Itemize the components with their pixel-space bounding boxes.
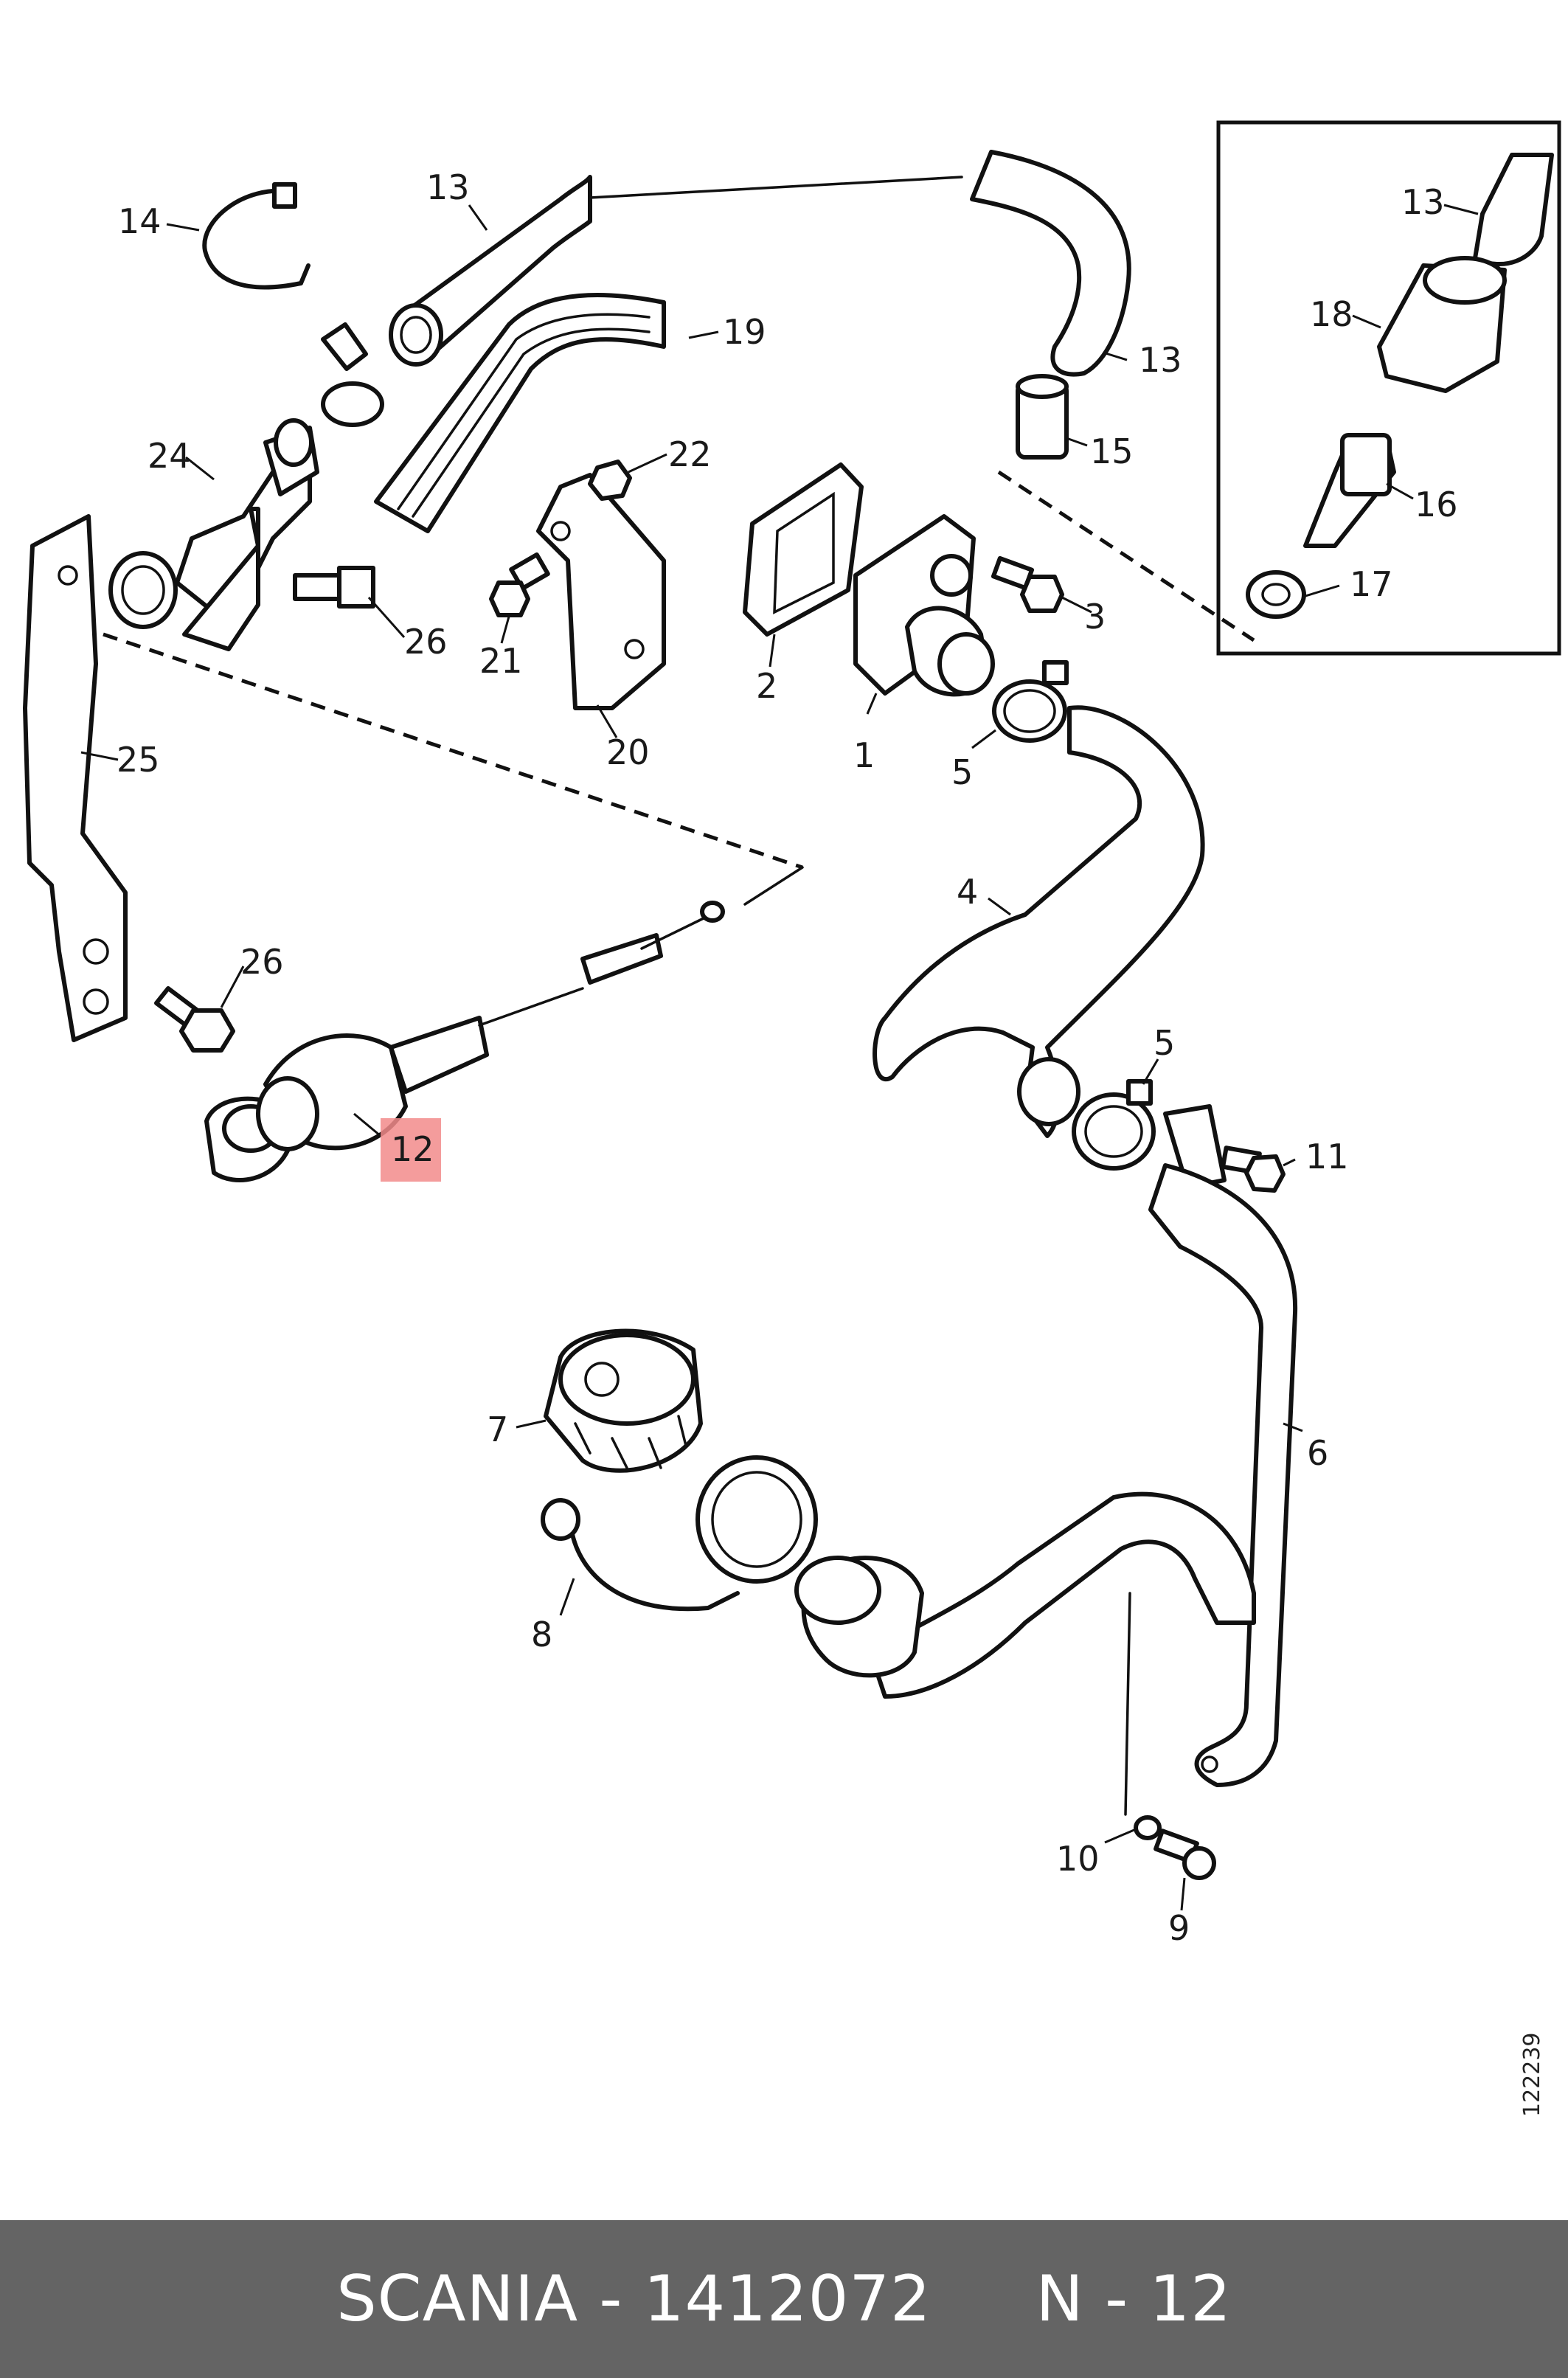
callout-4: 4 — [957, 872, 978, 912]
part-9-bolt — [1154, 1828, 1216, 1880]
callout-7: 7 — [487, 1410, 508, 1449]
leader-21 — [500, 616, 510, 644]
callout-21: 21 — [479, 641, 523, 681]
part-11-bracket — [1163, 1104, 1286, 1193]
leader-10 — [1104, 1828, 1137, 1844]
leader-7 — [516, 1419, 547, 1429]
leader-11 — [1283, 1158, 1296, 1167]
leader-16 — [1386, 482, 1414, 500]
leader-5a — [971, 729, 996, 749]
part-15-fitting — [1016, 374, 1069, 460]
part-20-plate — [536, 473, 666, 710]
part-4-hose — [873, 705, 1205, 1138]
part-19-bracket — [374, 293, 666, 533]
leader-14 — [166, 223, 200, 232]
callout-25: 25 — [117, 740, 160, 780]
leader-18 — [1352, 314, 1381, 329]
part-8-strap — [541, 1455, 818, 1612]
part-25-bracket — [23, 514, 128, 1042]
callout-13a: 13 — [426, 167, 470, 207]
callout-17: 17 — [1350, 564, 1393, 604]
leader-12 — [353, 1112, 381, 1137]
thin-connector-9 — [1124, 1592, 1131, 1816]
callout-24: 24 — [148, 436, 191, 476]
leader-6 — [1283, 1422, 1303, 1432]
leader-1 — [866, 693, 878, 715]
callout-16: 16 — [1415, 485, 1458, 524]
callout-8: 8 — [531, 1615, 552, 1654]
part-5-clamp-upper — [992, 660, 1069, 743]
callout-26a: 26 — [404, 622, 448, 662]
callout-1: 1 — [853, 735, 875, 775]
part-10-washer — [1134, 1815, 1162, 1840]
callout-26b: 26 — [240, 942, 284, 982]
part-13-hose-left — [389, 175, 592, 367]
callout-3: 3 — [1084, 597, 1106, 637]
leader-4 — [988, 897, 1011, 916]
part-13-hose-right — [970, 150, 1131, 377]
leader-13b — [1103, 351, 1128, 361]
callout-13b: 13 — [1139, 340, 1182, 380]
part-6-hose — [794, 1163, 1298, 1787]
footer-bar: SCANIA - 1412072 N - 12 — [0, 2220, 1568, 2378]
leader-13a — [468, 204, 488, 231]
leader-5b — [1142, 1058, 1159, 1085]
callout-19: 19 — [723, 312, 766, 352]
callout-2: 2 — [756, 666, 777, 706]
part-2-gasket — [743, 462, 864, 637]
part-21-bolt — [489, 552, 550, 617]
part-1-housing — [853, 514, 995, 697]
part-24-pipe — [108, 322, 384, 651]
dashed-reference-line — [103, 632, 803, 870]
leader-9 — [1180, 1877, 1186, 1911]
thin-connector-12 — [743, 866, 804, 906]
inset-part-18-nut — [1377, 256, 1507, 393]
reference-code: 122239 — [1519, 2032, 1545, 2117]
part-26-bolt-upper — [293, 566, 375, 609]
parts-diagram: 1 2 3 4 5 5 6 7 8 9 10 11 12 13 13 13 14… — [23, 120, 1561, 1948]
inset-part-16-union — [1303, 433, 1396, 548]
callout-20: 20 — [606, 732, 650, 772]
inset-part-17-washer — [1246, 570, 1306, 619]
part-22-nut — [588, 460, 632, 501]
callout-13c: 13 — [1401, 182, 1445, 222]
callout-10: 10 — [1056, 1839, 1100, 1879]
dashed-reference-line-inset — [997, 470, 1255, 642]
callout-5a: 5 — [951, 752, 973, 792]
leader-8 — [559, 1578, 575, 1616]
part-3-bolt — [991, 555, 1064, 613]
part-5-clamp-lower — [1072, 1079, 1156, 1171]
leader-2 — [769, 634, 776, 668]
leader-26a — [367, 597, 406, 638]
callout-14: 14 — [118, 201, 162, 241]
leader-19 — [688, 330, 719, 339]
part-14-clip — [202, 182, 311, 290]
part-26-bolt-lower — [154, 986, 235, 1053]
leader-20 — [596, 704, 618, 738]
leader-25 — [80, 751, 119, 761]
callout-6: 6 — [1307, 1433, 1328, 1473]
leader-22 — [628, 453, 667, 474]
callout-12: 12 — [391, 1129, 434, 1169]
callout-12-highlight — [381, 1118, 441, 1182]
callout-9: 9 — [1168, 1908, 1190, 1948]
callout-5b: 5 — [1154, 1023, 1175, 1063]
thin-connector-13 — [589, 176, 963, 199]
leader-24 — [185, 456, 215, 481]
callout-18: 18 — [1310, 294, 1353, 334]
inset-part-13-hose — [1473, 153, 1554, 266]
inset-frame — [1216, 120, 1561, 656]
callout-22: 22 — [668, 434, 712, 474]
part-7-cap — [544, 1328, 703, 1473]
leader-17 — [1305, 584, 1340, 597]
part-12-cable — [204, 901, 725, 1182]
leader-13c — [1443, 204, 1479, 215]
leader-15 — [1066, 437, 1088, 447]
leader-26b — [220, 966, 245, 1008]
callout-11: 11 — [1305, 1137, 1349, 1176]
footer-text: SCANIA - 1412072 N - 12 — [336, 2262, 1232, 2336]
callout-15: 15 — [1090, 431, 1134, 471]
leader-3 — [1061, 596, 1092, 614]
